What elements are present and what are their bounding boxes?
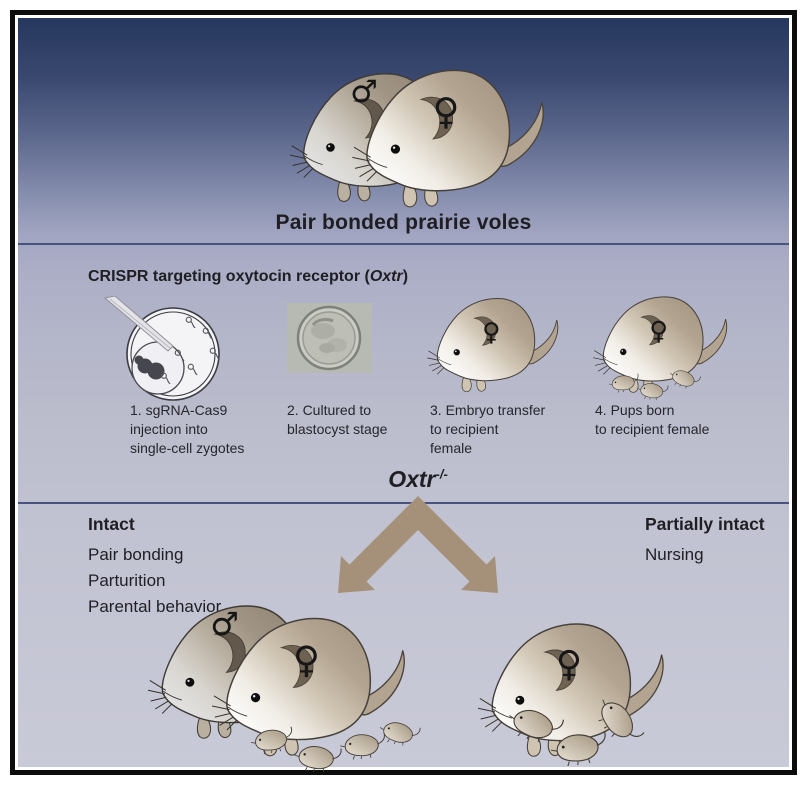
caption-line: to recipient female [595,421,710,437]
female-symbol: ♀ [556,644,582,685]
outcome-item: Parturition [88,571,166,590]
crispr-heading-text: CRISPR targeting oxytocin receptor ( [88,268,370,285]
female-symbol: ♀ [293,639,320,682]
outcome-heading-intact: Intact [88,514,135,534]
female-vole-bottom: ♀ [212,606,425,768]
male-vole-bottom: ♂ [148,605,353,750]
caption-line: single-cell zygotes [130,440,245,456]
pup [246,719,298,756]
female-vole-with-pups: ♀ [593,288,741,401]
female-symbol: ♀ [649,317,668,347]
branch-arrow-icon [338,496,498,593]
knockout-gene: Oxtr [388,466,436,492]
caption-line: 2. Cultured to [287,402,372,418]
male-symbol: ♂ [350,74,378,110]
caption-line: 4. Pups born [595,402,675,418]
outcome-intact: Intact Pair bonding Parturition Parental… [88,514,221,618]
injection-needle-icon [103,296,174,352]
male-vole-top: ♂ [290,62,488,213]
caption-line: 1. sgRNA-Cas9 [130,402,228,418]
crispr-heading: CRISPR targeting oxytocin receptor (Oxtr… [88,268,408,286]
caption-line: blastocyst stage [287,421,388,437]
female-symbol: ♀ [482,317,500,346]
crispr-gene-italic: Oxtr [369,268,403,285]
step-caption-2: 2. Cultured to blastocyst stage [287,401,387,439]
section-divider-top [18,243,789,245]
pup [546,721,612,768]
section-divider-bottom [18,502,789,504]
female-vole-nursing: ♀ [478,612,683,768]
caption-line: female [430,440,473,456]
knockout-label: Oxtr-/- [318,466,518,493]
female-symbol: ♀ [433,90,460,133]
step-caption-3: 3. Embryo transfer to recipient female [430,401,545,458]
step-caption-1: 1. sgRNA-Cas9 injection into single-cell… [130,401,244,458]
outcome-heading-partial: Partially intact [645,514,765,534]
caption-line: injection into [130,421,208,437]
figure-title: Pair bonded prairie voles [275,211,532,234]
caption-line: 3. Embryo transfer [430,402,546,418]
outcome-item: Parental behavior [88,597,222,616]
outcome-item: Pair bonding [88,545,184,564]
outcome-item: Nursing [645,545,704,564]
outcome-partially-intact: Partially intact Nursing [645,514,765,566]
female-vole-top: ♀ [352,58,564,219]
knockout-superscript: -/- [435,466,448,482]
step-caption-4: 4. Pups born to recipient female [595,401,709,439]
recipient-female-vole: ♀ [427,290,572,400]
blastocyst-image [287,303,372,373]
caption-line: to recipient [430,421,499,437]
male-symbol: ♂ [210,605,239,643]
zygote-injection-illustration [103,296,220,401]
crispr-heading-close: ) [402,268,409,285]
